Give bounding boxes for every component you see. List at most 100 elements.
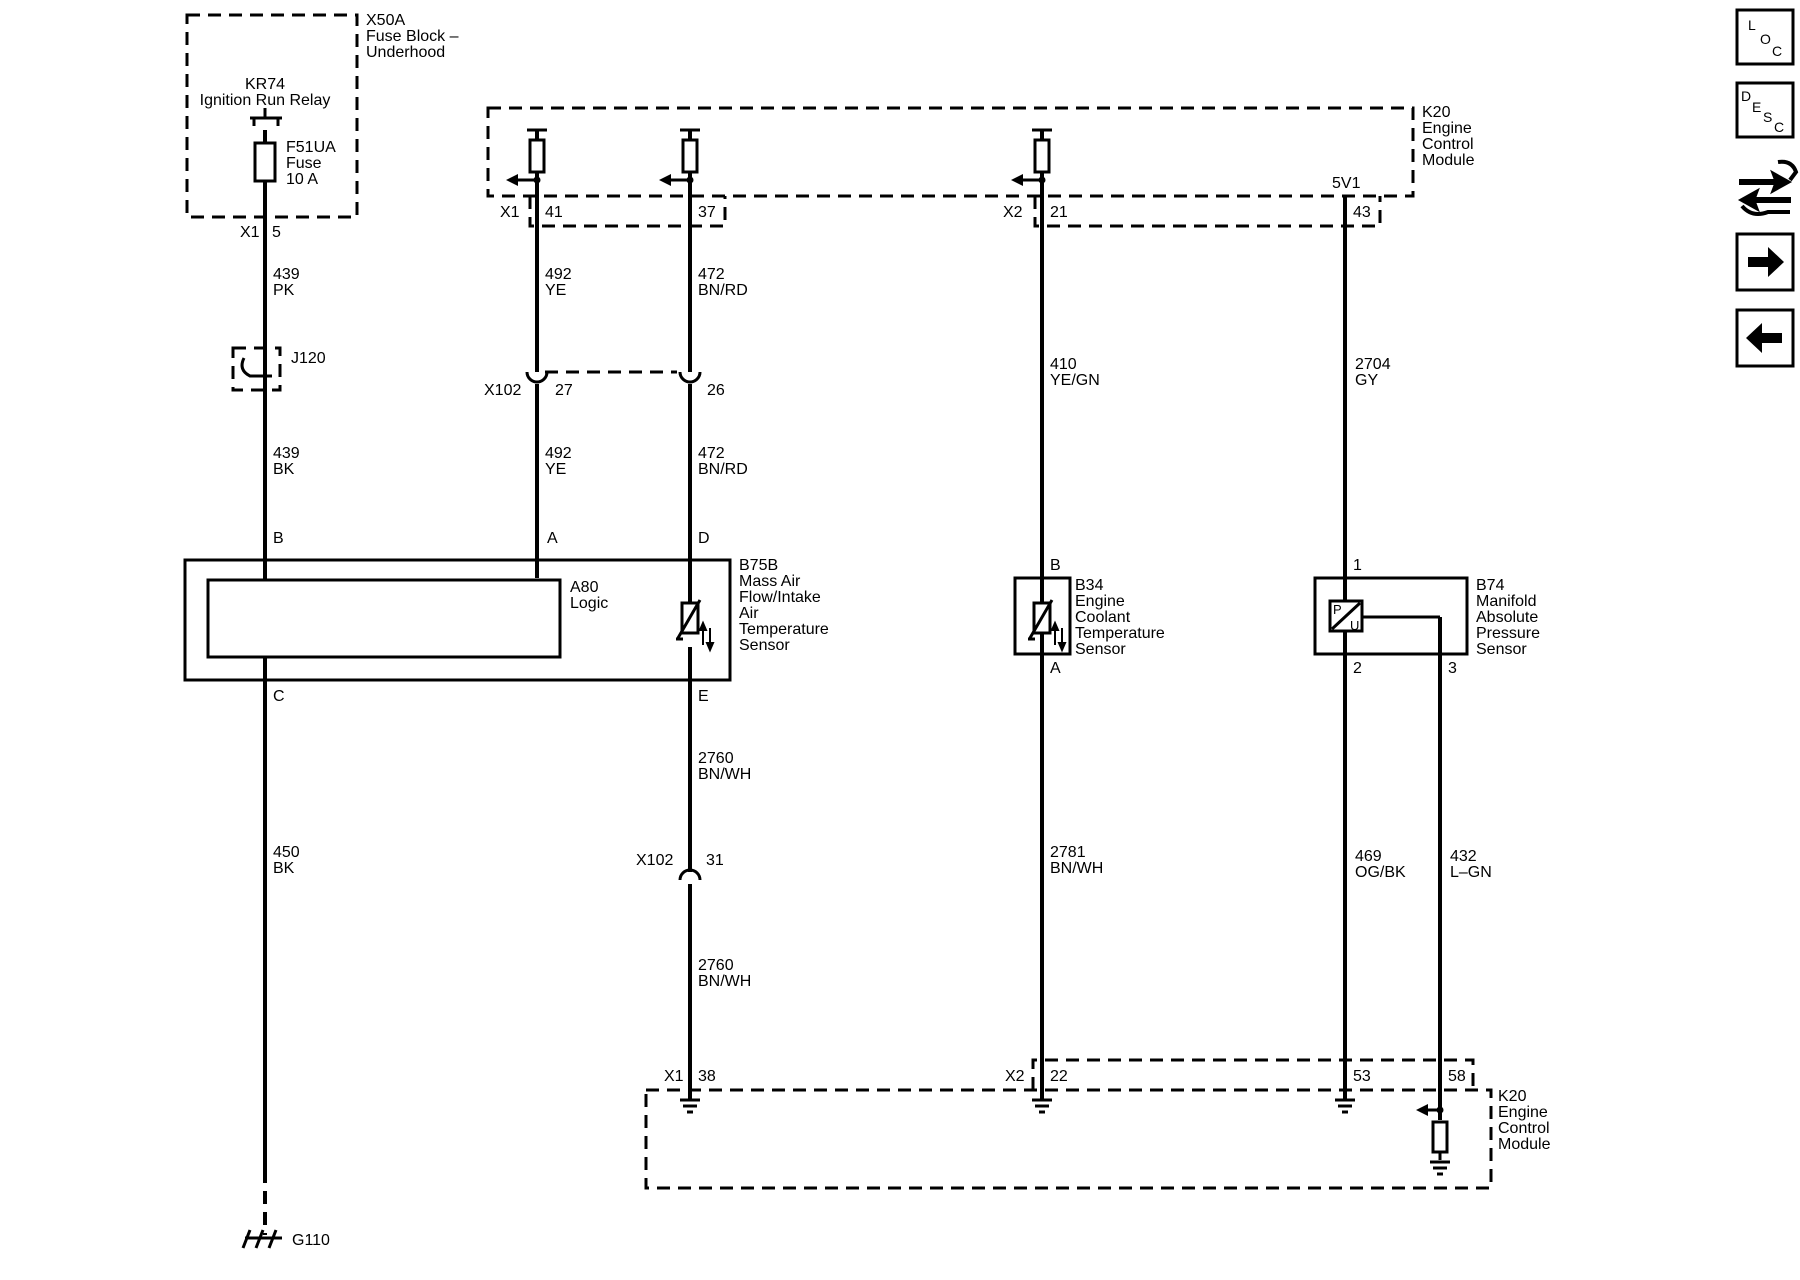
k20-pin-22: 22 [1050,1068,1068,1085]
w2781-color: BN/WH [1050,860,1103,877]
w2704-num: 2704 [1355,356,1391,373]
k20-bottom-id: K20 [1498,1088,1527,1105]
b74-l1: Manifold [1476,593,1536,610]
w472a-num: 472 [698,266,725,283]
desc-s: S [1763,109,1772,125]
a80-name: Logic [570,595,608,612]
tools-icon [1737,159,1799,216]
j120-splice-outline [231,346,282,392]
k20-x1-connector-outline [528,196,727,228]
x102-pin-27: 27 [555,382,573,399]
w472b-num: 472 [698,445,725,462]
w492a-color: YE [545,282,566,299]
k20-top-l2: Control [1422,136,1474,153]
b74-pin-3: 3 [1448,660,1457,677]
w410-num: 410 [1050,356,1077,373]
k20-bottom-l1: Engine [1498,1104,1548,1121]
w2760b-num: 2760 [698,957,734,974]
x102-b-id: X102 [636,852,673,869]
k20-top-x2: X2 [1003,204,1023,221]
w432-num: 432 [1450,848,1477,865]
w492b-color: YE [545,461,566,478]
x102-a-id: X102 [484,382,521,399]
w2760a-num: 2760 [698,750,734,767]
b34-l2: Coolant [1075,609,1131,626]
x50a-name1: Fuse Block – [366,28,459,45]
k20-top-l3: Module [1422,152,1475,169]
x50a-fuse-block-outline [185,13,359,219]
next-button[interactable] [1735,232,1795,292]
b34-l4: Sensor [1075,641,1126,658]
b75b-l4: Temperature [739,621,829,638]
w439b-num: 439 [273,445,300,462]
loc-c: C [1772,43,1782,59]
k20-top-x1: X1 [500,204,520,221]
w472b-color: BN/RD [698,461,748,478]
tools-button[interactable] [1737,159,1799,216]
x50a-pin-5: 5 [272,224,281,241]
b75b-pin-b: B [273,530,284,547]
j120-splice-symbol [240,357,272,378]
b34-l1: Engine [1075,593,1125,610]
b34-l3: Temperature [1075,625,1165,642]
b34-ect-sensor [1013,576,1072,656]
w492a-num: 492 [545,266,572,283]
fuse-id: F51UA [286,139,336,156]
b74-pin-1: 1 [1353,557,1362,574]
b75b-l1: Mass Air [739,573,801,590]
k20-bottom-x2: X2 [1005,1068,1025,1085]
k20-pin-38: 38 [698,1068,716,1085]
arrow-left-icon [1746,323,1782,353]
k20-5v1-label: 5V1 [1332,175,1361,192]
b75b-pin-a: A [547,530,558,547]
x50a-name2: Underhood [366,44,445,61]
k20-bottom-x2-connector-outline [1031,1058,1475,1090]
k20-top-id: K20 [1422,104,1451,121]
k20-pin-41: 41 [545,204,563,221]
desc-button[interactable]: D E S C [1735,81,1795,139]
w492b-num: 492 [545,445,572,462]
w432-color: L–GN [1450,864,1492,881]
w472a-color: BN/RD [698,282,748,299]
k20-pin-21: 21 [1050,204,1068,221]
k20-bottom-l3: Module [1498,1136,1551,1153]
b75b-id: B75B [739,557,778,574]
b34-temp-arrows [1050,620,1067,653]
back-button[interactable] [1735,308,1795,368]
w439a-color: PK [273,282,295,299]
k20-bottom-outline [644,1088,1493,1190]
ground-icon [241,1229,282,1249]
b75b-maf-sensor [183,558,732,682]
b75b-l3: Air [739,605,759,622]
w450-color: BK [273,860,295,877]
b74-symbol-u: U [1350,618,1359,633]
k20-bottom-l2: Control [1498,1120,1550,1137]
b74-l3: Pressure [1476,625,1540,642]
x102-connectors [525,371,702,881]
b74-l4: Sensor [1476,641,1527,658]
arrow-right-icon [1748,247,1784,277]
w450-num: 450 [273,844,300,861]
k20-x2-connector-outline [1033,196,1382,228]
w469-num: 469 [1355,848,1382,865]
k20-pin-37: 37 [698,204,716,221]
w2781-num: 2781 [1050,844,1086,861]
k20-input-arrows [506,174,1046,186]
b34-pin-b: B [1050,557,1061,574]
loc-o: O [1760,31,1771,47]
x102-pin-26: 26 [707,382,725,399]
w469-color: OG/BK [1355,864,1406,881]
b75b-pin-c: C [273,688,285,705]
desc-e: E [1752,99,1761,115]
desc-c: C [1774,119,1784,135]
b74-symbol-p: P [1333,602,1342,617]
b75b-l5: Sensor [739,637,790,654]
relay-name: Ignition Run Relay [200,92,331,109]
ignition-run-relay-symbol [250,108,282,183]
x50a-id: X50A [366,12,405,29]
loc-button[interactable]: L O C [1735,8,1795,66]
k20-pin-53: 53 [1353,1068,1371,1085]
loc-l: L [1748,17,1756,33]
ground-id: G110 [292,1232,330,1249]
w439b-color: BK [273,461,295,478]
